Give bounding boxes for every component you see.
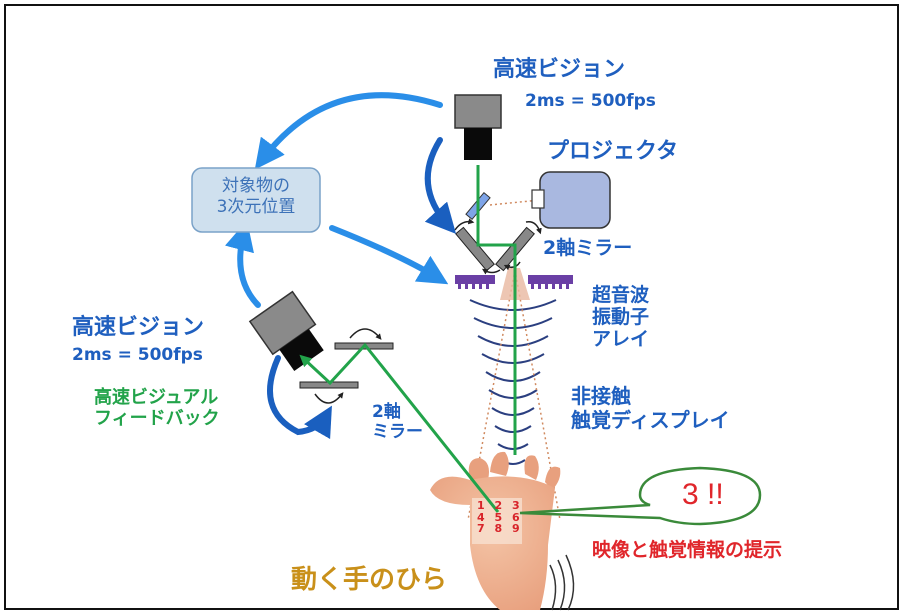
number-grid: 1 2 3 4 5 6 7 8 9 [477, 500, 523, 535]
grid-row-1: 1 2 3 [477, 499, 523, 512]
left-vision-label: 高速ビジョン [72, 315, 205, 340]
top-vision-label: 高速ビジョン [493, 57, 626, 82]
feedback-line-2: フィードバック [94, 407, 220, 429]
optical-paths [299, 165, 517, 513]
display-line-1: 非接触 [571, 384, 631, 408]
projector-icon [531, 171, 611, 229]
transducer-line-3: アレイ [592, 327, 650, 350]
top-mirror-label: 2軸ミラー [543, 237, 633, 259]
transducer-label: 超音波 振動子 アレイ [592, 284, 650, 351]
grid-row-2: 4 5 6 [477, 510, 523, 524]
speech-bubble [519, 466, 762, 526]
feedback-line-1: 高速ビジュアル [94, 387, 219, 408]
display-label: 非接触 触覚ディスプレイ [571, 384, 730, 432]
left-mirror-line-1: 2軸 [372, 402, 401, 422]
top-vision-spec: 2ms = 500fps [525, 91, 656, 111]
top-camera-icon [454, 94, 502, 160]
top-mirror-icon [454, 218, 542, 275]
left-vision-spec: 2ms = 500fps [72, 345, 203, 365]
object-position-box [191, 167, 321, 233]
ultrasound-waves [469, 299, 557, 465]
grid-row-3: 7 8 9 [477, 522, 523, 536]
hand-label: 動く手のひら [291, 565, 448, 595]
transducer-line-1: 超音波 [592, 284, 650, 306]
left-camera-icon [248, 290, 324, 371]
object-position-line-2: 3次元位置 [216, 197, 296, 218]
projector-label: プロジェクタ [547, 139, 679, 164]
display-line-2: 触覚ディスプレイ [571, 408, 730, 432]
data-flow-arrows [224, 92, 457, 440]
hand-illustration [430, 451, 561, 610]
presentation-label: 映像と触覚情報の提示 [592, 539, 783, 561]
transducer-line-2: 振動子 [592, 305, 650, 328]
bubble-text: 3 !! [682, 478, 724, 511]
left-mirror-line-2: ミラー [372, 422, 423, 443]
motion-lines [549, 554, 575, 611]
object-position-text: 対象物の 3次元位置 [196, 176, 316, 219]
object-position-line-1: 対象物の [222, 176, 290, 196]
left-mirror-label: 2軸 ミラー [372, 402, 423, 443]
visual-feedback-label: 高速ビジュアル フィードバック [94, 387, 220, 429]
